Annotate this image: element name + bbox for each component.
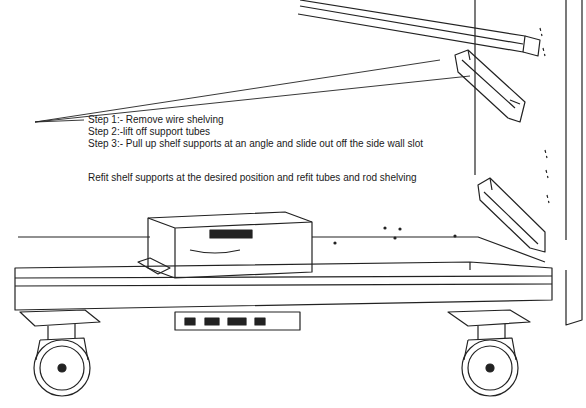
drawing-stroke: [15, 276, 552, 278]
drawing-stroke: [566, 0, 582, 325]
drawing-stroke: [540, 28, 549, 203]
drawing-stroke: [36, 338, 88, 360]
drawing-stroke: [34, 340, 90, 396]
drawing-stroke: [255, 318, 265, 325]
instruction-note: Refit shelf supports at the desired posi…: [88, 172, 417, 184]
drawing-stroke: [484, 178, 538, 244]
drawing-stroke: [464, 338, 516, 360]
drawing-stroke: [175, 312, 300, 330]
fan-unit: [138, 212, 312, 278]
drawing-stroke: [228, 318, 246, 325]
cabinet-floor: [18, 237, 545, 262]
drawing-stroke: [448, 310, 530, 326]
drawing-stroke: [40, 346, 84, 390]
instruction-note: Step 1:- Remove wire shelving: [88, 114, 224, 126]
instruction-note: Step 2:-lift off support tubes: [88, 126, 210, 138]
drawing-stroke: [35, 120, 84, 122]
drawing-stroke: [383, 226, 386, 229]
drawing-stroke: [15, 262, 552, 310]
drawing-stroke: [469, 262, 470, 270]
drawing-stroke: [453, 234, 456, 237]
instruction-note: Step 3:- Pull up shelf supports at an an…: [88, 138, 423, 150]
drawing-stroke: [35, 60, 440, 122]
drawing-stroke: [210, 230, 252, 238]
drawing-stroke: [455, 50, 525, 122]
base-rail: [15, 262, 552, 310]
drawing-stroke: [138, 258, 170, 274]
drawing-stroke: [185, 318, 195, 325]
leader-line: [35, 60, 470, 122]
caster-wheel-left: [20, 310, 100, 396]
drawing-stroke: [148, 218, 312, 278]
drawing-stroke: [462, 50, 520, 108]
drawing-stroke: [486, 364, 494, 372]
drawing-stroke: [298, 0, 525, 52]
drawing-stroke: [462, 340, 518, 396]
drawing-stroke: [190, 250, 240, 253]
drawing-stroke: [398, 227, 401, 230]
drawing-stroke: [205, 318, 219, 325]
drawing-stroke: [333, 241, 336, 244]
drawing-stroke: [478, 324, 505, 340]
floor-holes: [333, 226, 456, 244]
drawing-stroke: [393, 236, 396, 239]
drawing-stroke: [148, 212, 312, 278]
control-box: [175, 312, 300, 330]
drawing-stroke: [468, 346, 512, 390]
drawing-stroke: [523, 36, 540, 56]
support-tube: [298, 0, 540, 56]
caster-wheel-right: [448, 310, 530, 396]
drawing-stroke: [300, 6, 523, 44]
drawing-stroke: [58, 364, 66, 372]
drawing-stroke: [48, 324, 75, 340]
drawing-stroke: [15, 284, 552, 286]
shelf-support: [455, 50, 525, 122]
drawing-stroke: [20, 310, 100, 326]
